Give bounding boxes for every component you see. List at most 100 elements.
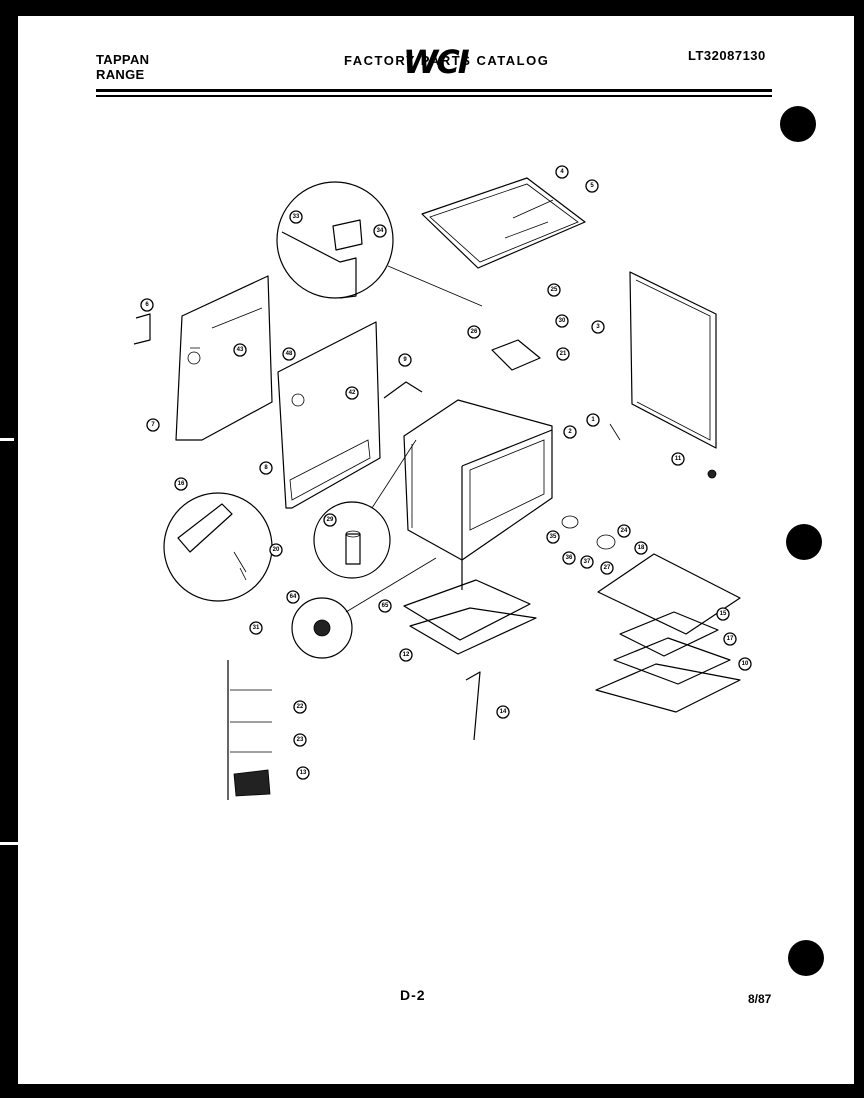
callout-21: 21 bbox=[556, 347, 570, 361]
svg-text:15: 15 bbox=[720, 611, 727, 617]
callout-36: 36 bbox=[562, 551, 576, 565]
callout-9: 9 bbox=[398, 353, 412, 367]
callout-29: 29 bbox=[323, 513, 337, 527]
catalog-title: FACTORY PARTS CATALOG bbox=[344, 53, 550, 68]
callout-1: 1 bbox=[586, 413, 600, 427]
callout-42: 42 bbox=[345, 386, 359, 400]
svg-text:26: 26 bbox=[471, 329, 478, 335]
right-side-panel bbox=[629, 271, 717, 449]
oven-cavity bbox=[403, 399, 553, 590]
callout-3: 3 bbox=[591, 320, 605, 334]
cooktop-panel bbox=[421, 177, 586, 269]
callout-8: 8 bbox=[259, 461, 273, 475]
callout-23: 23 bbox=[293, 733, 307, 747]
svg-text:1: 1 bbox=[591, 417, 595, 423]
callout-4: 4 bbox=[555, 165, 569, 179]
svg-text:9: 9 bbox=[403, 357, 407, 363]
callout-16: 16 bbox=[174, 477, 188, 491]
svg-text:13: 13 bbox=[300, 770, 307, 776]
callout-64: 64 bbox=[286, 590, 300, 604]
callout-7: 7 bbox=[146, 418, 160, 432]
svg-text:30: 30 bbox=[559, 318, 566, 324]
svg-text:42: 42 bbox=[349, 390, 356, 396]
brand-label: TAPPAN RANGE bbox=[96, 52, 149, 82]
header-rule bbox=[96, 89, 772, 92]
svg-text:48: 48 bbox=[286, 351, 293, 357]
model-number: LT32087130 bbox=[688, 48, 766, 63]
svg-text:8: 8 bbox=[264, 465, 268, 471]
callout-35: 35 bbox=[546, 530, 560, 544]
svg-text:35: 35 bbox=[550, 534, 557, 540]
svg-text:16: 16 bbox=[178, 481, 185, 487]
callout-37: 37 bbox=[580, 555, 594, 569]
callout-6: 6 bbox=[140, 298, 154, 312]
svg-text:34: 34 bbox=[377, 228, 384, 234]
callout-12: 12 bbox=[399, 648, 413, 662]
callout-17: 17 bbox=[723, 632, 737, 646]
svg-text:65: 65 bbox=[382, 603, 389, 609]
header-rule-thin bbox=[96, 95, 772, 97]
wci-logo-text: WCI bbox=[403, 44, 470, 80]
callout-26: 26 bbox=[467, 325, 481, 339]
svg-text:10: 10 bbox=[742, 661, 749, 667]
binder-hole-top bbox=[780, 106, 816, 142]
svg-text:14: 14 bbox=[500, 709, 507, 715]
callout-65: 65 bbox=[378, 599, 392, 613]
svg-text:17: 17 bbox=[727, 636, 734, 642]
svg-text:11: 11 bbox=[675, 456, 682, 462]
svg-text:2: 2 bbox=[568, 429, 572, 435]
detail-circle-burner-bracket bbox=[276, 181, 483, 307]
callout-13: 13 bbox=[296, 766, 310, 780]
svg-text:7: 7 bbox=[151, 422, 155, 428]
callout-48: 48 bbox=[282, 347, 296, 361]
binder-hole-bottom bbox=[788, 940, 824, 976]
callout-5: 5 bbox=[585, 179, 599, 193]
svg-text:12: 12 bbox=[403, 652, 410, 658]
callout-34: 34 bbox=[373, 224, 387, 238]
scan-edge-mark bbox=[0, 438, 14, 441]
left-side-panel bbox=[175, 275, 273, 441]
callout-31: 31 bbox=[249, 621, 263, 635]
svg-text:3: 3 bbox=[596, 324, 600, 330]
svg-text:4: 4 bbox=[560, 169, 564, 175]
oven-door-assembly bbox=[595, 553, 741, 713]
small-parts bbox=[133, 313, 717, 741]
callout-27: 27 bbox=[600, 561, 614, 575]
callout-25: 25 bbox=[547, 283, 561, 297]
svg-text:29: 29 bbox=[327, 517, 334, 523]
svg-text:22: 22 bbox=[297, 704, 304, 710]
callout-33: 33 bbox=[289, 210, 303, 224]
scan-edge-mark bbox=[0, 842, 18, 845]
callout-30: 30 bbox=[555, 314, 569, 328]
callout-10: 10 bbox=[738, 657, 752, 671]
callout-20: 20 bbox=[269, 543, 283, 557]
catalog-page bbox=[18, 16, 854, 1084]
callout-15: 15 bbox=[716, 607, 730, 621]
callout-43: 43 bbox=[233, 343, 247, 357]
callout-18: 18 bbox=[634, 541, 648, 555]
svg-text:33: 33 bbox=[293, 214, 300, 220]
callout-14: 14 bbox=[496, 705, 510, 719]
page-code: D-2 bbox=[400, 987, 426, 1003]
detail-circle-pin bbox=[313, 439, 417, 579]
brand-line1: TAPPAN bbox=[96, 52, 150, 67]
svg-text:36: 36 bbox=[566, 555, 573, 561]
catalog-date: 8/87 bbox=[748, 992, 772, 1006]
svg-text:21: 21 bbox=[560, 351, 567, 357]
detail-circle-grommet bbox=[291, 557, 437, 659]
svg-text:64: 64 bbox=[290, 594, 297, 600]
svg-text:25: 25 bbox=[551, 287, 558, 293]
callout-24: 24 bbox=[617, 524, 631, 538]
svg-text:6: 6 bbox=[145, 302, 149, 308]
callout-2: 2 bbox=[563, 425, 577, 439]
oven-bottom-assembly bbox=[403, 579, 537, 655]
wci-logo: WCI bbox=[403, 44, 472, 80]
rear-panel bbox=[277, 321, 381, 509]
svg-text:27: 27 bbox=[604, 565, 611, 571]
svg-text:24: 24 bbox=[621, 528, 628, 534]
callout-22: 22 bbox=[293, 700, 307, 714]
svg-text:18: 18 bbox=[638, 545, 645, 551]
binder-hole-middle bbox=[786, 524, 822, 560]
detail-circle-hinge bbox=[163, 492, 273, 602]
svg-text:23: 23 bbox=[297, 737, 304, 743]
